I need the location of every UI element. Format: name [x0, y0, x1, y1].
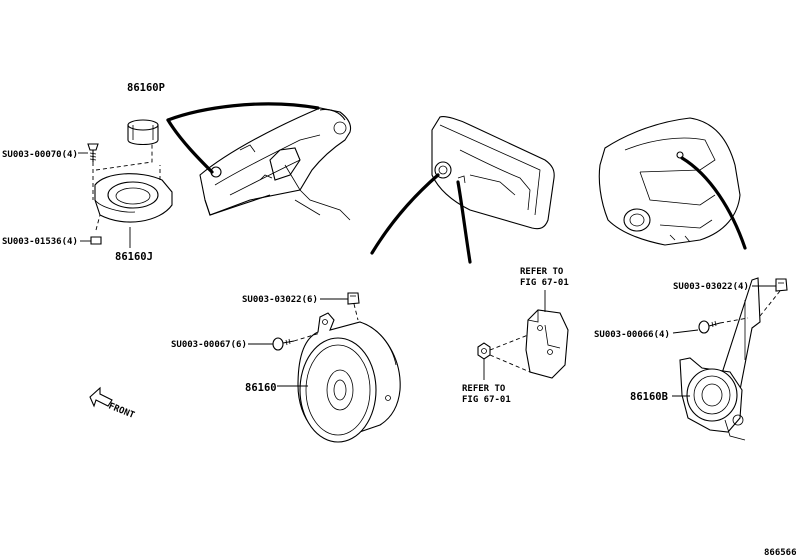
screw-su003-00066-icon — [698, 320, 721, 334]
front-arrow-icon — [89, 386, 113, 408]
dashboard-illustration — [199, 107, 352, 221]
part-label-su003-00067: SU003-00067(6) — [171, 340, 247, 350]
part-label-su003-03022-right: SU003-03022(4) — [673, 282, 749, 292]
center-bracket — [525, 309, 569, 379]
part-label-86160b: 86160B — [630, 391, 668, 403]
door-callout-line-1 — [370, 173, 440, 255]
door-callout-line-2 — [456, 180, 472, 264]
car-rear-illustration — [598, 117, 741, 246]
tweeter-86160p — [127, 119, 159, 146]
part-label-su003-00070: SU003-00070(4) — [2, 150, 78, 160]
car-callout-line — [680, 156, 747, 250]
figure-number: 866566 — [764, 548, 797, 558]
part-label-86160p: 86160P — [127, 82, 165, 94]
part-label-su003-00066: SU003-00066(4) — [594, 330, 670, 340]
clip-su003-03022-right-icon — [775, 278, 788, 292]
door-panel-illustration — [431, 116, 555, 230]
clip-su003-03022-icon — [347, 292, 360, 305]
refer-to-label-top: REFER TO — [520, 267, 564, 277]
refer-to-label-bottom: REFER TO — [462, 384, 506, 394]
part-label-su003-03022-left: SU003-03022(6) — [242, 295, 318, 305]
bracket-86160j — [94, 173, 173, 223]
speaker-86160 — [297, 312, 401, 443]
part-label-86160j: 86160J — [115, 251, 153, 263]
nut-icon — [477, 342, 491, 360]
part-label-su003-01536: SU003-01536(4) — [2, 237, 78, 247]
screw-su003-00067-icon — [272, 337, 295, 351]
refer-to-fig-top: FIG 67-01 — [520, 278, 569, 288]
screw-su003-00070-icon — [87, 143, 99, 162]
front-direction-label: FRONT — [107, 402, 136, 422]
speaker-86160b — [679, 277, 761, 441]
refer-to-fig-bottom: FIG 67-01 — [462, 395, 511, 405]
part-label-86160: 86160 — [245, 382, 277, 394]
clip-su003-01536-icon — [90, 236, 102, 245]
dash-callout-line — [166, 102, 320, 122]
